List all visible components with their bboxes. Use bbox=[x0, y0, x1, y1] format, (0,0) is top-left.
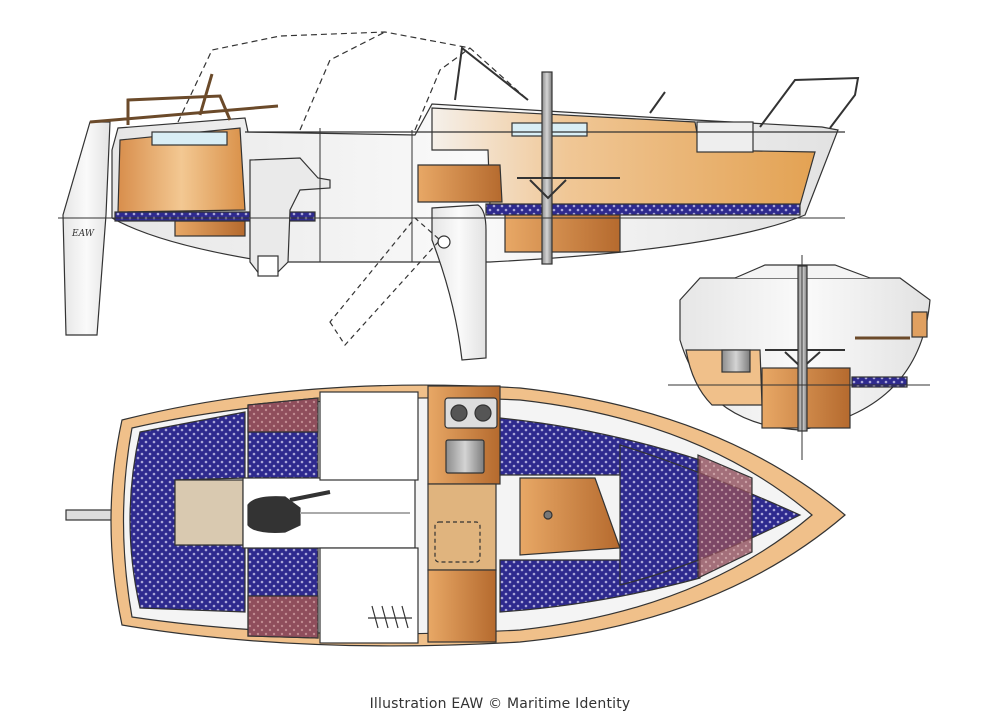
chart-table-hatch-dashed bbox=[434, 521, 481, 563]
burner-left bbox=[450, 404, 468, 422]
centerboard-pivot bbox=[437, 235, 451, 249]
cross-section-view bbox=[668, 255, 931, 460]
saloon-table bbox=[517, 177, 620, 200]
pushpit-rail bbox=[89, 73, 279, 125]
forehatch bbox=[696, 121, 754, 153]
mast-tabernacle bbox=[541, 71, 553, 265]
chart-table bbox=[427, 483, 497, 571]
sprayhood-frame bbox=[454, 46, 666, 114]
pulpit-rail bbox=[759, 76, 860, 129]
table-mast-post bbox=[543, 510, 553, 520]
forward-cushion bbox=[485, 203, 801, 216]
outboard-motor-top bbox=[247, 490, 410, 533]
signature-eaw: EAW bbox=[71, 229, 95, 239]
companionway-hatch bbox=[319, 391, 419, 481]
cockpit-locker bbox=[319, 547, 419, 644]
outboard-motor bbox=[249, 157, 331, 277]
hanging-locker bbox=[427, 569, 497, 643]
burner-right bbox=[474, 404, 492, 422]
cockpit-sole bbox=[174, 479, 244, 546]
stbd-quarter-berth-hatch bbox=[247, 595, 319, 639]
tiller-extension bbox=[65, 509, 115, 521]
deck-plan-view bbox=[65, 384, 846, 647]
galley-sink bbox=[445, 439, 485, 474]
lower-locker bbox=[504, 213, 621, 253]
bimini-dashed-outline bbox=[177, 31, 529, 131]
centerboard-raised-dashed bbox=[329, 217, 441, 346]
forehatch-plan bbox=[697, 454, 753, 579]
illustration-credit: Illustration EAW © Maritime Identity bbox=[369, 696, 631, 712]
aft-locker bbox=[174, 220, 246, 237]
section-bulkhead-locker bbox=[911, 311, 928, 338]
section-cushion bbox=[851, 376, 908, 388]
side-profile-view: EAW bbox=[58, 31, 860, 361]
section-stove bbox=[721, 349, 751, 373]
aft-cushion bbox=[114, 211, 316, 222]
galley-block bbox=[417, 164, 503, 203]
swim-ladder bbox=[368, 605, 412, 629]
port-quarter-berth-hatch bbox=[247, 397, 319, 433]
centerboard-down bbox=[431, 204, 487, 361]
aft-window bbox=[151, 131, 228, 146]
rudder bbox=[62, 121, 111, 336]
